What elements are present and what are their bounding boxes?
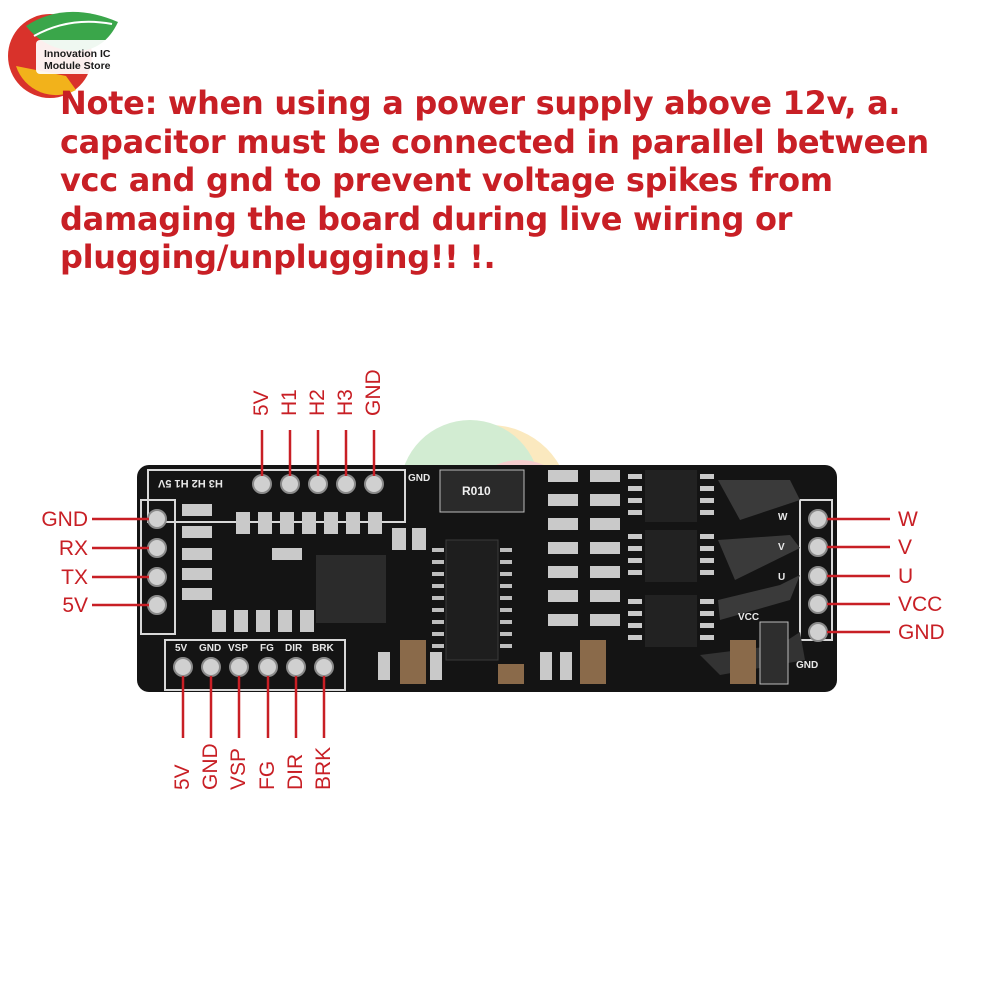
- left-header-outline: [140, 499, 176, 635]
- store-logo: Innovation IC Module Store: [6, 6, 128, 106]
- pin-label-top-5v: 5V: [250, 390, 273, 416]
- pin-label-bottom-dir: DIR: [284, 753, 307, 790]
- smd-components: [182, 470, 620, 680]
- silk-bottom-5v: 5V: [175, 643, 188, 654]
- top-leader-lines: [260, 430, 376, 476]
- right-leader-lines: [827, 517, 890, 634]
- pin-label-bottom-5v: 5V: [171, 764, 194, 790]
- pin-label-bottom-gnd: GND: [199, 743, 222, 790]
- capacitor-2: [580, 640, 606, 684]
- note-line: vcc and gnd to prevent voltage spikes fr…: [60, 161, 833, 199]
- capacitor-4: [498, 664, 524, 684]
- mosfet-1: [645, 470, 697, 522]
- diode: [759, 621, 789, 685]
- capacitor-1: [730, 640, 756, 684]
- logo-text: Innovation IC Module Store: [44, 48, 134, 72]
- silk-phase-v: V: [778, 542, 785, 553]
- pin-label-bottom-brk: BRK: [312, 746, 335, 790]
- silk-phase-w: W: [778, 512, 788, 523]
- silk-vcc: VCC: [738, 612, 760, 623]
- left-leader-lines: [92, 517, 149, 607]
- mosfet-2: [645, 530, 697, 582]
- pin-label-right-gnd: GND: [898, 621, 945, 644]
- mosfet-3: [645, 595, 697, 647]
- logo-line-2: Module Store: [44, 60, 111, 72]
- top-header-outline: [147, 469, 406, 523]
- silk-resistor: R010: [462, 484, 491, 498]
- trace-u: [718, 575, 800, 620]
- trace-w: [718, 480, 800, 520]
- mosfet-pins: [628, 474, 714, 640]
- silk-bottom-gnd: GND: [199, 643, 222, 654]
- warning-note: Note: when using a power supply above 12…: [60, 84, 960, 277]
- pin-label-bottom-vsp: VSP: [227, 747, 250, 790]
- silk-gnd-top: GND: [408, 473, 431, 484]
- pin-label-top-gnd: GND: [362, 369, 385, 416]
- pin-label-top-h2: H2: [306, 389, 329, 416]
- logo-leaf-icon: [8, 11, 128, 98]
- trace-v: [718, 535, 800, 580]
- pin-label-left-5v: 5V: [62, 594, 88, 617]
- pin-label-right-v: V: [898, 536, 913, 559]
- capacitor-3: [400, 640, 426, 684]
- silk-bottom-vsp: VSP: [228, 643, 249, 654]
- shunt-resistor: [439, 469, 525, 513]
- bottom-pads: [173, 657, 334, 677]
- pin-label-left-rx: RX: [58, 537, 88, 560]
- pin-label-left-gnd: GND: [41, 508, 88, 531]
- logo-line-1: Innovation IC: [44, 48, 111, 60]
- bottom-leader-lines: [181, 676, 326, 738]
- silk-bottom-brk: BRK: [312, 643, 334, 654]
- pin-label-top-h3: H3: [334, 389, 357, 416]
- note-line: Note: when using a power supply above 12…: [60, 84, 901, 122]
- pin-label-top-h1: H1: [278, 389, 301, 416]
- note-line: capacitor must be connected in parallel …: [60, 122, 929, 161]
- pin-label-right-vcc: VCC: [898, 593, 943, 616]
- note-line: plugging/unplugging!! !.: [60, 238, 496, 276]
- silk-bottom-fg: FG: [260, 643, 274, 654]
- pin-label-bottom-fg: FG: [256, 760, 279, 790]
- pin-label-right-u: U: [898, 565, 914, 588]
- driver-ic: [316, 555, 386, 623]
- pin-label-left-tx: TX: [61, 566, 88, 589]
- ic-pins: [432, 548, 512, 648]
- silk-top-header: H3 H2 H1 5V: [158, 477, 223, 489]
- mcu-ic: [445, 539, 499, 661]
- silk-gnd-right: GND: [796, 660, 819, 671]
- silk-bottom-dir: DIR: [285, 643, 303, 654]
- bottom-header-outline: [164, 639, 346, 691]
- pin-label-right-w: W: [898, 508, 918, 531]
- silk-phase-u: U: [778, 572, 786, 583]
- note-line: damaging the board during live wiring or: [60, 199, 793, 238]
